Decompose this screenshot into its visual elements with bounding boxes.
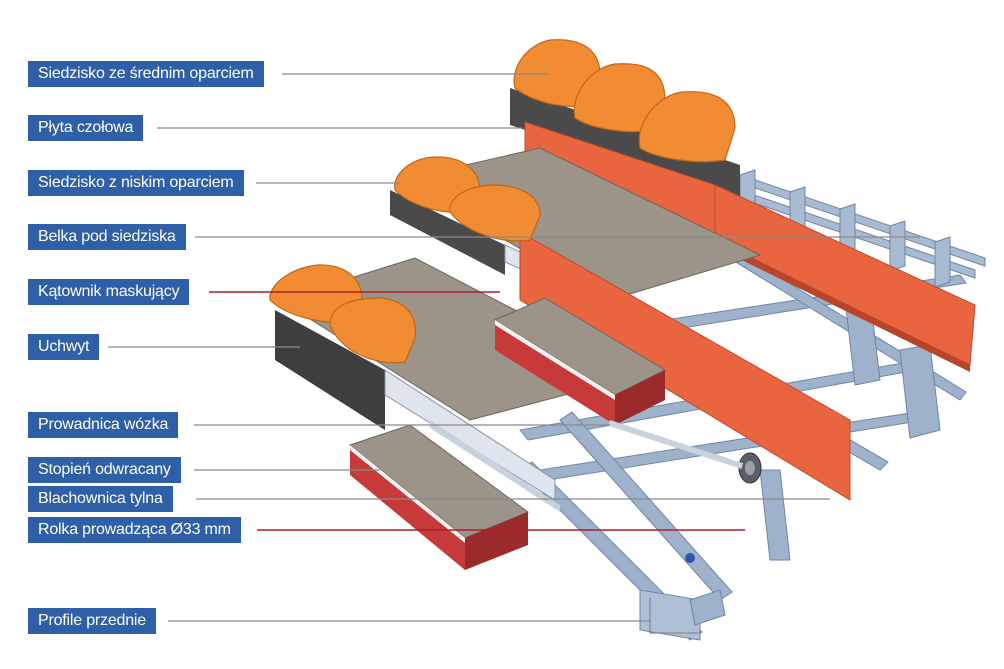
- seats-front: [269, 264, 417, 364]
- label-stopien-odwracany: Stopień odwracany: [28, 457, 181, 483]
- label-siedzisko-niskie: Siedzisko z niskim oparciem: [28, 170, 244, 196]
- label-uchwyt: Uchwyt: [28, 334, 100, 360]
- guide-roller: [608, 420, 762, 484]
- label-rolka-prowadzaca: Rolka prowadząca Ø33 mm: [28, 517, 241, 543]
- label-belka-pod-siedziska: Belka pod siedziska: [28, 224, 186, 250]
- label-profile-przednie: Profile przednie: [28, 608, 156, 634]
- bolt-marker: [685, 553, 695, 563]
- back-rack: [709, 167, 986, 288]
- label-blachownica-tylna: Blachownica tylna: [28, 486, 173, 512]
- label-prowadnica-wozka: Prowadnica wózka: [28, 412, 179, 438]
- label-plyta-czolowa: Płyta czołowa: [28, 115, 144, 141]
- label-siedzisko-srednie: Siedzisko ze średnim oparciem: [28, 61, 264, 87]
- seats-medium-back: [513, 39, 736, 163]
- flip-step-upper: [493, 297, 667, 425]
- label-katownik-maskujacy: Kątownik maskujący: [28, 279, 190, 305]
- seats-low-back: [394, 156, 541, 242]
- leader-line-profile-przednie: [168, 620, 700, 634]
